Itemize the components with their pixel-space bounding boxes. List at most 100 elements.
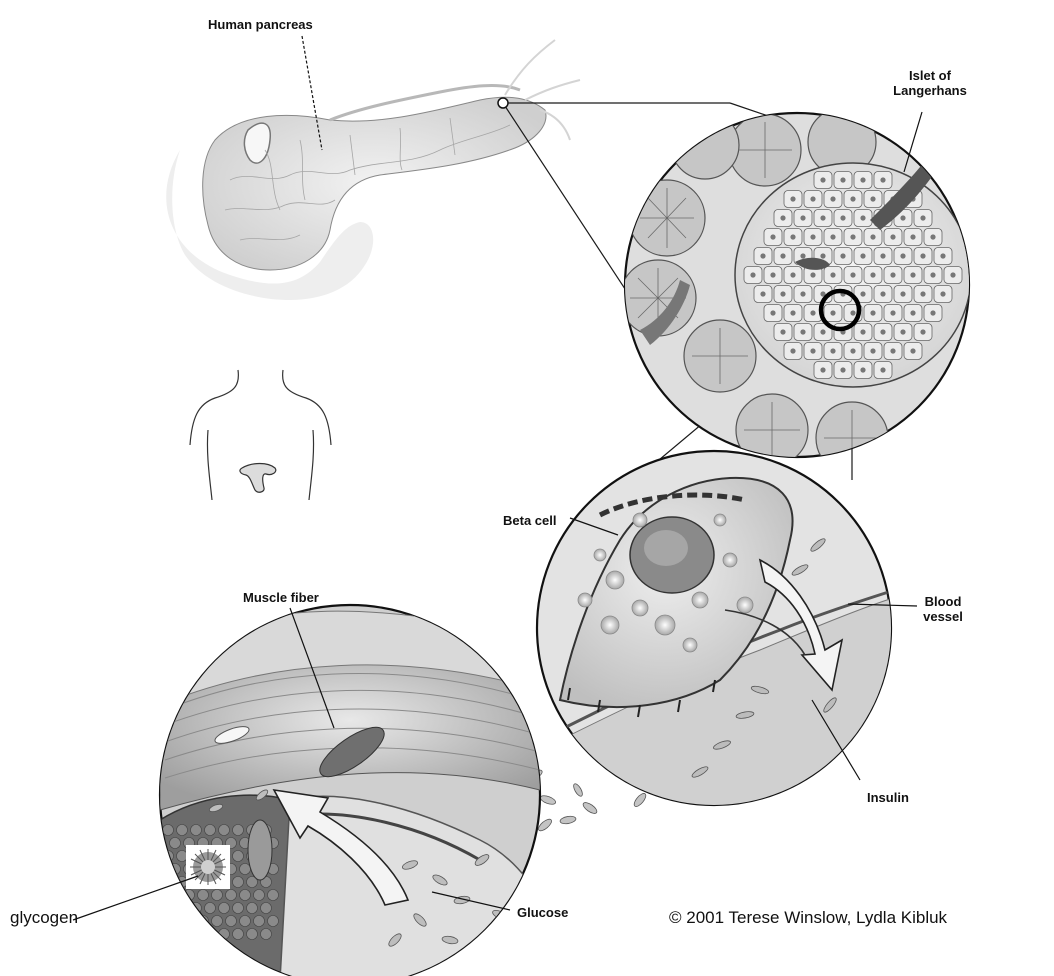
beta-cell-circle — [520, 451, 920, 820]
islet-cell-nucleus — [870, 348, 875, 353]
islet-cell-nucleus — [790, 234, 795, 239]
islet-cell-nucleus — [750, 272, 755, 277]
islet-cell-nucleus — [910, 310, 915, 315]
islet-cell-nucleus — [810, 234, 815, 239]
islet-cell-nucleus — [780, 329, 785, 334]
islet-cell-nucleus — [870, 310, 875, 315]
islet-cell-nucleus — [760, 291, 765, 296]
myofibril — [254, 916, 265, 927]
myofibril — [268, 890, 279, 901]
islet-cell-nucleus — [890, 272, 895, 277]
islet-cell-nucleus — [910, 234, 915, 239]
myofibril — [233, 851, 244, 862]
islet-cell-nucleus — [830, 310, 835, 315]
islet-cell-nucleus — [940, 253, 945, 258]
myofibril — [261, 903, 272, 914]
islet-cell-nucleus — [860, 367, 865, 372]
myofibril — [184, 916, 195, 927]
islet-cell-nucleus — [930, 272, 935, 277]
islet-cell-nucleus — [800, 329, 805, 334]
myofibril — [205, 929, 216, 940]
islet-cell-nucleus — [930, 310, 935, 315]
islet-cell-nucleus — [820, 253, 825, 258]
myofibril — [163, 903, 174, 914]
islet-cell-nucleus — [790, 272, 795, 277]
islet-cell-nucleus — [770, 310, 775, 315]
islet-cell-nucleus — [820, 329, 825, 334]
myofibril — [233, 877, 244, 888]
islet-cell-nucleus — [780, 253, 785, 258]
islet-cell-nucleus — [810, 272, 815, 277]
myofibril — [240, 864, 251, 875]
myofibril — [163, 877, 174, 888]
label-muscle-fiber: Muscle fiber — [243, 590, 319, 605]
islet-cell-nucleus — [890, 234, 895, 239]
pancreas-detail-marker — [498, 98, 508, 108]
myofibril — [191, 825, 202, 836]
islet-cell-nucleus — [820, 177, 825, 182]
myofibril — [205, 903, 216, 914]
label-insulin: Insulin — [867, 790, 909, 805]
islet-cell-nucleus — [860, 253, 865, 258]
islet-cell-nucleus — [850, 348, 855, 353]
islet-cell-nucleus — [830, 234, 835, 239]
label-beta-cell: Beta cell — [503, 513, 556, 528]
islet-cell-nucleus — [840, 215, 845, 220]
islet-cell-nucleus — [880, 177, 885, 182]
islet-cell-nucleus — [800, 215, 805, 220]
islet-cell-nucleus — [820, 367, 825, 372]
islet-cell-nucleus — [920, 215, 925, 220]
torso-silhouette — [190, 370, 331, 500]
islet-cell-nucleus — [840, 367, 845, 372]
islet-cell-nucleus — [860, 291, 865, 296]
islet-cell-nucleus — [890, 310, 895, 315]
islet-cell-nucleus — [810, 310, 815, 315]
islet-cell-nucleus — [780, 291, 785, 296]
islet-cell-nucleus — [870, 234, 875, 239]
myofibril — [177, 929, 188, 940]
label-glucose: Glucose — [517, 905, 568, 920]
islet-cell-nucleus — [900, 291, 905, 296]
myofibril — [233, 825, 244, 836]
label-islet-of-langerhans: Islet of Langerhans — [884, 68, 976, 98]
islet-cell-nucleus — [850, 272, 855, 277]
myofibril — [233, 929, 244, 940]
islet-cell-nucleus — [760, 253, 765, 258]
myofibril — [212, 890, 223, 901]
myofibril — [212, 916, 223, 927]
islet-cell-nucleus — [950, 272, 955, 277]
myofibril — [170, 838, 181, 849]
islet-cell-nucleus — [920, 253, 925, 258]
islet-cell-nucleus — [860, 177, 865, 182]
myofibril — [198, 890, 209, 901]
islet-cell-nucleus — [830, 196, 835, 201]
myofibril — [177, 825, 188, 836]
islet-cell-nucleus — [850, 196, 855, 201]
islet-cell-nucleus — [880, 367, 885, 372]
myofibril — [240, 890, 251, 901]
islet-cell-nucleus — [920, 291, 925, 296]
myofibril — [163, 825, 174, 836]
islet-cell-nucleus — [850, 234, 855, 239]
islet-cell-nucleus — [860, 329, 865, 334]
label-glycogen: glycogen — [10, 908, 78, 928]
islet-cell-nucleus — [920, 329, 925, 334]
islet-cell-nucleus — [870, 272, 875, 277]
glycogen-granule — [186, 845, 230, 889]
myofibril — [261, 929, 272, 940]
islet-cell-nucleus — [840, 177, 845, 182]
myofibril — [233, 903, 244, 914]
islet-cell-nucleus — [940, 291, 945, 296]
islet-cell-nucleus — [820, 215, 825, 220]
myofibril — [205, 825, 216, 836]
islet-cell-nucleus — [860, 215, 865, 220]
islet-cell-nucleus — [880, 253, 885, 258]
myofibril — [247, 903, 258, 914]
islet-cell-nucleus — [870, 196, 875, 201]
islet-cell-nucleus — [770, 272, 775, 277]
label-human-pancreas: Human pancreas — [208, 17, 313, 32]
label-blood-vessel: Blood vessel — [914, 594, 972, 624]
islet-cell-nucleus — [830, 272, 835, 277]
islet-circle — [620, 108, 974, 474]
